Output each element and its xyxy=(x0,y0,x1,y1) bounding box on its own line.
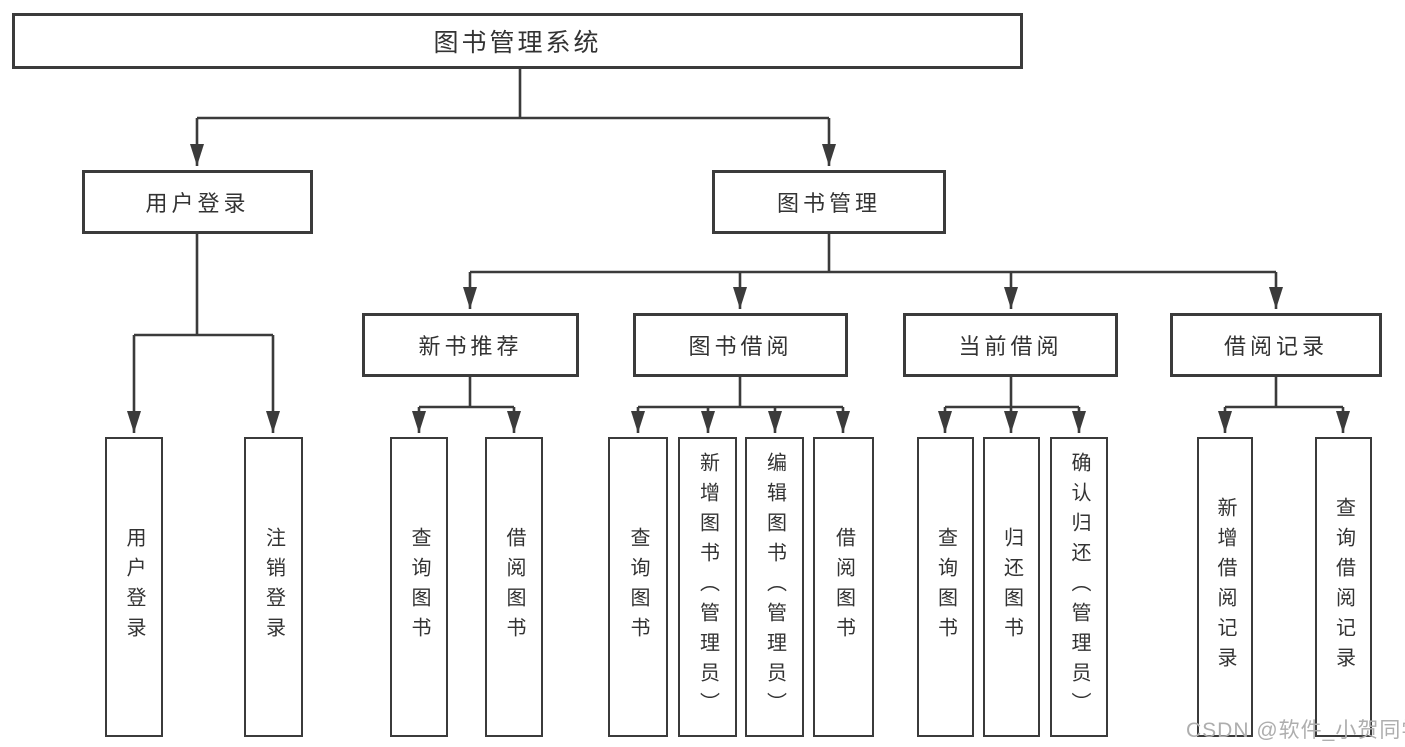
leaf-borrow-books-borrow: 借阅图书 xyxy=(813,437,874,737)
leaf-user-login: 用户登录 xyxy=(105,437,163,737)
node-current-borrow: 当前借阅 xyxy=(903,313,1118,377)
leaf-query-books-borrow: 查询图书 xyxy=(608,437,668,737)
node-user-login: 用户登录 xyxy=(82,170,313,234)
leaf-label: 用户登录 xyxy=(123,527,145,647)
leaf-label: 新增图书（管理员） xyxy=(696,452,719,722)
node-borrow-records: 借阅记录 xyxy=(1170,313,1382,377)
node-root-label: 图书管理系统 xyxy=(433,29,602,57)
leaf-label: 注销登录 xyxy=(262,527,285,647)
leaf-edit-books-admin: 编辑图书（管理员） xyxy=(745,437,804,737)
node-label: 用户登录 xyxy=(145,191,250,216)
node-label: 借阅记录 xyxy=(1223,334,1328,359)
leaf-query-books-current: 查询图书 xyxy=(917,437,974,737)
leaf-query-borrow-record: 查询借阅记录 xyxy=(1315,437,1372,737)
watermark: CSDN @软件_小贺同学 xyxy=(1186,719,1405,742)
node-book-management: 图书管理 xyxy=(712,170,946,234)
leaf-borrow-books-newbook: 借阅图书 xyxy=(485,437,543,737)
leaf-query-books-newbook: 查询图书 xyxy=(390,437,448,737)
leaf-label: 归还图书 xyxy=(1000,527,1023,647)
node-label: 图书管理 xyxy=(776,191,881,216)
leaf-label: 借阅图书 xyxy=(832,527,855,647)
leaf-label: 查询借阅记录 xyxy=(1332,497,1355,677)
leaf-label: 查询图书 xyxy=(627,527,649,647)
leaf-label: 确认归还（管理员） xyxy=(1068,452,1090,722)
leaf-label: 新增借阅记录 xyxy=(1214,497,1236,677)
leaf-confirm-return-admin: 确认归还（管理员） xyxy=(1050,437,1108,737)
leaf-label: 借阅图书 xyxy=(503,527,525,647)
node-root: 图书管理系统 xyxy=(12,13,1023,69)
node-book-borrow: 图书借阅 xyxy=(633,313,848,377)
leaf-add-borrow-record: 新增借阅记录 xyxy=(1197,437,1253,737)
leaf-logout: 注销登录 xyxy=(244,437,303,737)
node-label: 图书借阅 xyxy=(688,334,793,359)
leaf-return-books: 归还图书 xyxy=(983,437,1040,737)
node-label: 新书推荐 xyxy=(418,334,523,359)
leaf-add-books-admin: 新增图书（管理员） xyxy=(678,437,737,737)
node-label: 当前借阅 xyxy=(958,334,1063,359)
leaf-label: 编辑图书（管理员） xyxy=(763,452,786,722)
leaf-label: 查询图书 xyxy=(408,527,430,647)
node-new-book-recommend: 新书推荐 xyxy=(362,313,579,377)
leaf-label: 查询图书 xyxy=(934,527,957,647)
